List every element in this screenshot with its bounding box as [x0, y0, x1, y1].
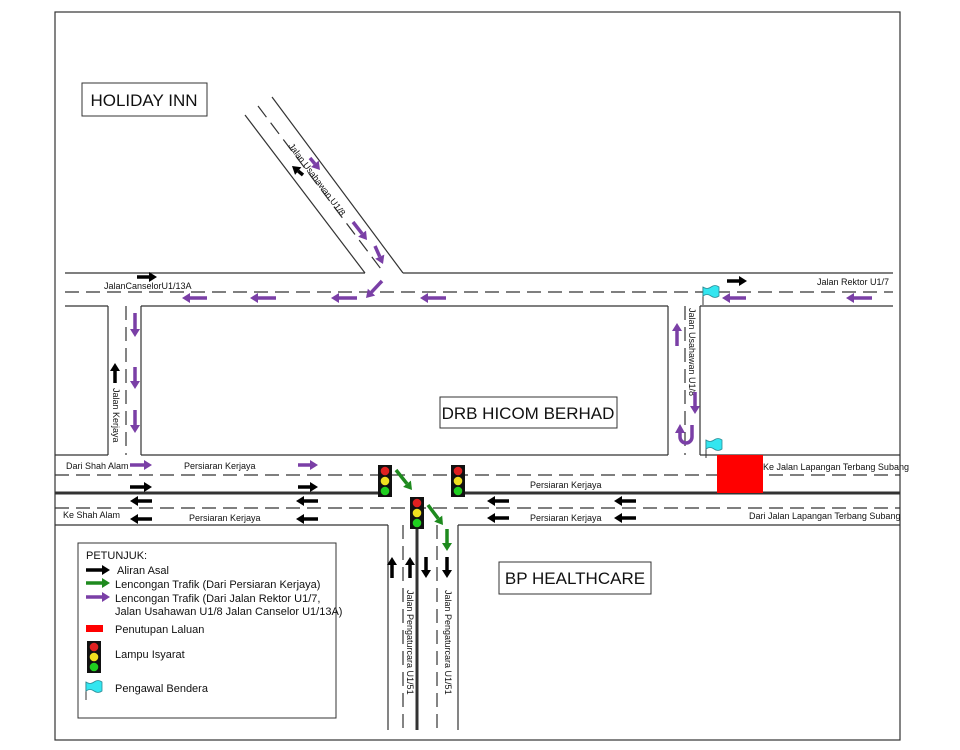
legend-label-road-closure: Penutupan Laluan: [115, 624, 204, 636]
purple-arrow-icon: [672, 323, 682, 346]
purple-arrow-icon: [846, 293, 872, 303]
black-arrow-icon: [298, 482, 318, 492]
purple-arrow-icon: [373, 245, 385, 264]
purple-arrow-icon: [366, 279, 384, 298]
label-dari-jalan-lapangan-terbang-subang: Dari Jalan Lapangan Terbang Subang: [749, 511, 900, 521]
black-arrow-icon: [614, 513, 636, 523]
traffic-lights: [378, 465, 465, 529]
black-arrow-icon: [442, 557, 452, 578]
legend-label-original-flow: Aliran Asal: [117, 565, 169, 577]
building-drb-hicom: DRB HICOM BERHAD: [439, 396, 618, 429]
flag-icon: [705, 438, 723, 458]
legend-title: PETUNJUK:: [86, 550, 147, 562]
black-arrow-icon: [487, 513, 509, 523]
black-arrow-icon: [292, 166, 305, 177]
purple-arrow-icon: [420, 293, 446, 303]
flag-controllers: [702, 285, 723, 458]
label-jalan-pengaturcara-left: Jalan Pengaturcara U1/51: [405, 590, 415, 695]
legend-road-closure-icon: [86, 625, 103, 632]
legend-label-purple-detour: Lencongan Trafik (Dari Jalan Rektor U1/7…: [115, 593, 320, 605]
black-arrow-icon: [110, 363, 120, 383]
label-ke-shah-alam: Ke Shah Alam: [63, 510, 120, 520]
purple-arrow-icon: [331, 293, 357, 303]
traffic-arrows: [110, 156, 872, 578]
building-bp-healthcare: BP HEALTHCARE: [498, 561, 652, 595]
black-arrow-icon: [487, 496, 509, 506]
legend-flag-icon: [85, 680, 103, 700]
purple-arrow-icon: [130, 410, 140, 433]
label-jalan-rektor: Jalan Rektor U1/7: [817, 277, 889, 287]
drb-hicom-label: DRB HICOM BERHAD: [442, 404, 615, 423]
label-dari-shah-alam: Dari Shah Alam: [66, 461, 129, 471]
building-holiday-inn: HOLIDAY INN: [81, 82, 208, 117]
green-arrow-icon: [426, 503, 443, 525]
bp-healthcare-label: BP HEALTHCARE: [505, 569, 645, 588]
traffic-light-icon: [378, 465, 392, 497]
traffic-light-icon: [451, 465, 465, 497]
purple-arrow-icon: [130, 313, 140, 337]
black-arrow-icon: [405, 557, 415, 578]
purple-arrow-icon: [722, 293, 746, 303]
black-arrow-icon: [137, 272, 157, 282]
black-arrow-icon: [130, 496, 152, 506]
purple-arrow-icon: [690, 392, 700, 414]
legend-label-green-detour: Lencongan Trafik (Dari Persiaran Kerjaya…: [115, 579, 320, 591]
legend-green-arrow-icon: [86, 578, 110, 588]
purple-arrow-icon: [298, 460, 318, 470]
label-persiaran-kerjaya: Persiaran Kerjaya: [530, 513, 602, 523]
traffic-light-icon: [410, 497, 424, 529]
black-arrow-icon: [130, 482, 152, 492]
label-persiaran-kerjaya: Persiaran Kerjaya: [530, 480, 602, 490]
legend-traffic-light-icon: [87, 641, 101, 673]
legend-label-traffic-light: Lampu Isyarat: [115, 649, 185, 661]
green-arrow-icon: [442, 529, 452, 551]
purple-arrow-icon: [182, 293, 207, 303]
label-jalan-kerjaya: Jalan Kerjaya: [111, 388, 121, 443]
road-network: [55, 96, 900, 730]
purple-arrow-icon: [130, 460, 152, 470]
legend-label-purple-detour-cont: Jalan Usahawan U1/8 Jalan Canselor U1/13…: [115, 606, 342, 618]
road-closure: [717, 455, 763, 493]
purple-arrow-icon: [130, 367, 140, 389]
green-arrow-icon: [394, 468, 412, 490]
black-arrow-icon: [727, 276, 747, 286]
black-arrow-icon: [387, 557, 397, 578]
legend: PETUNJUK: Aliran Asal Lencongan Trafik (…: [77, 542, 342, 719]
label-jalan-pengaturcara-right: Jalan Pengaturcara U1/51: [443, 590, 453, 695]
black-arrow-icon: [421, 557, 431, 578]
purple-arrow-icon: [308, 156, 320, 170]
holiday-inn-label: HOLIDAY INN: [90, 91, 197, 110]
black-arrow-icon: [296, 514, 318, 524]
purple-arrow-icon: [351, 220, 367, 240]
label-persiaran-kerjaya: Persiaran Kerjaya: [184, 461, 256, 471]
black-arrow-icon: [130, 514, 152, 524]
label-ke-jalan-lapangan-terbang-subang: Ke Jalan Lapangan Terbang Subang: [763, 462, 909, 472]
label-jalan-usahawan-vertical: Jalan Usahawan U1/8: [687, 308, 697, 396]
purple-u-turn-icon: [675, 424, 694, 445]
black-arrow-icon: [614, 496, 636, 506]
label-jalan-canselor: JalanCanselorU1/13A: [104, 281, 192, 291]
label-persiaran-kerjaya: Persiaran Kerjaya: [189, 513, 261, 523]
legend-label-flag-controller: Pengawal Bendera: [115, 683, 209, 695]
flag-icon: [702, 285, 720, 305]
legend-purple-arrow-icon: [86, 592, 110, 602]
purple-arrow-icon: [250, 293, 276, 303]
black-arrow-icon: [296, 496, 318, 506]
legend-black-arrow-icon: [86, 565, 110, 575]
